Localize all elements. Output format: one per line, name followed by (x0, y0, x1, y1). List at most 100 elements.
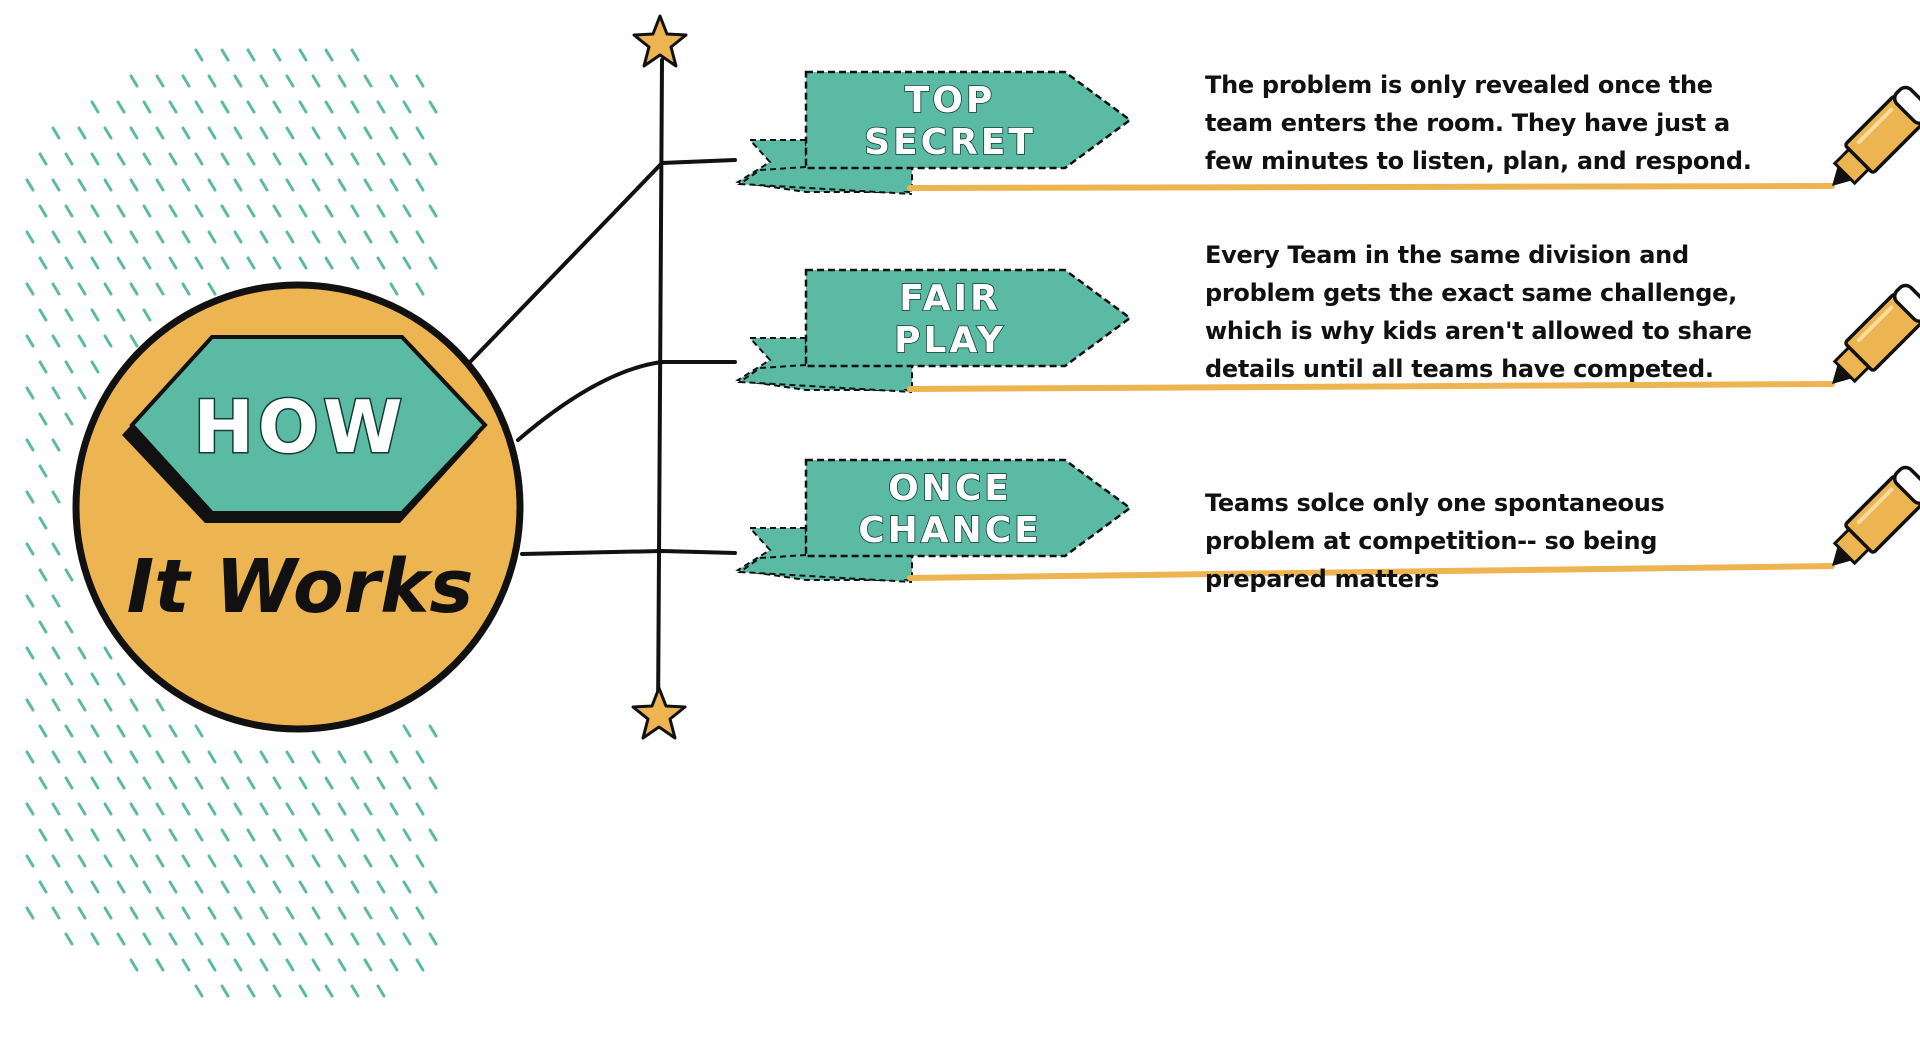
dash-mark (337, 178, 347, 192)
dash-mark (207, 802, 217, 816)
dash-mark (64, 152, 74, 166)
dash-mark (168, 880, 178, 894)
dash-mark (311, 854, 321, 868)
dash-mark (428, 880, 438, 894)
dash-mark (207, 906, 217, 920)
dash-mark (155, 282, 165, 296)
dash-mark (337, 802, 347, 816)
dash-mark (116, 256, 126, 270)
dash-mark (324, 932, 334, 946)
dash-mark (77, 906, 87, 920)
dash-mark (38, 152, 48, 166)
dash-mark (415, 74, 425, 88)
banner-flag (804, 458, 1133, 558)
dash-mark (285, 906, 295, 920)
dash-mark (298, 152, 308, 166)
dash-mark (376, 984, 386, 998)
dash-mark (350, 880, 360, 894)
dash-mark (350, 932, 360, 946)
dash-mark (38, 828, 48, 842)
dash-mark (64, 256, 74, 270)
dash-mark (51, 750, 61, 764)
dash-mark (363, 802, 373, 816)
dash-mark (103, 178, 113, 192)
dash-mark (77, 802, 87, 816)
dash-mark (51, 334, 61, 348)
dash-mark (142, 204, 152, 218)
dash-mark (129, 74, 139, 88)
dash-mark (350, 256, 360, 270)
dash-mark (51, 698, 61, 712)
dash-mark (25, 542, 35, 556)
dash-mark (64, 724, 74, 738)
dash-mark (207, 854, 217, 868)
dash-mark (415, 802, 425, 816)
dash-mark (77, 854, 87, 868)
vertical-spine (656, 58, 664, 722)
dash-mark (415, 750, 425, 764)
dash-mark (285, 230, 295, 244)
dash-mark (207, 126, 217, 140)
dash-mark (402, 100, 412, 114)
dash-mark (142, 724, 152, 738)
dash-mark (116, 828, 126, 842)
dash-mark (233, 178, 243, 192)
dash-mark (259, 178, 269, 192)
dash-mark (64, 360, 74, 374)
dash-mark (363, 178, 373, 192)
dash-mark (376, 776, 386, 790)
banner-fold (737, 554, 913, 583)
dash-mark (77, 126, 87, 140)
dash-mark (415, 906, 425, 920)
dash-mark (337, 74, 347, 88)
dash-mark (181, 126, 191, 140)
highlighter-3 (907, 465, 1920, 581)
dash-mark (285, 802, 295, 816)
dash-mark (129, 854, 139, 868)
dash-mark (90, 776, 100, 790)
highlighter-icon (1832, 283, 1920, 384)
highlight-underline (907, 183, 1835, 191)
dash-mark (402, 256, 412, 270)
dash-mark (38, 672, 48, 686)
dash-mark (38, 880, 48, 894)
dash-mark (220, 100, 230, 114)
dash-mark (194, 932, 204, 946)
dash-mark (220, 776, 230, 790)
dash-mark (51, 594, 61, 608)
dash-mark (233, 958, 243, 972)
highlighter-icon (1832, 465, 1920, 566)
dash-mark (38, 776, 48, 790)
dash-mark (363, 906, 373, 920)
dash-mark (51, 230, 61, 244)
dash-mark (389, 906, 399, 920)
dash-mark (142, 308, 152, 322)
dash-mark (25, 282, 35, 296)
dash-mark (324, 152, 334, 166)
banner-label-line: CHANCE (858, 510, 1042, 551)
dash-mark (428, 152, 438, 166)
dash-mark (272, 256, 282, 270)
dash-mark (25, 594, 35, 608)
dash-mark (402, 932, 412, 946)
dash-mark (324, 204, 334, 218)
dash-mark (77, 386, 87, 400)
dash-mark (116, 152, 126, 166)
dash-mark (207, 230, 217, 244)
dash-mark (168, 204, 178, 218)
teal-dash-pattern (25, 48, 438, 998)
dash-mark (155, 230, 165, 244)
dash-mark (337, 906, 347, 920)
star-icon (631, 686, 687, 740)
dash-mark (90, 308, 100, 322)
hex-badge (129, 335, 488, 515)
dash-mark (207, 74, 217, 88)
dash-mark (285, 178, 295, 192)
dash-mark (207, 178, 217, 192)
dash-mark (311, 230, 321, 244)
dash-mark (402, 204, 412, 218)
dash-mark (389, 802, 399, 816)
